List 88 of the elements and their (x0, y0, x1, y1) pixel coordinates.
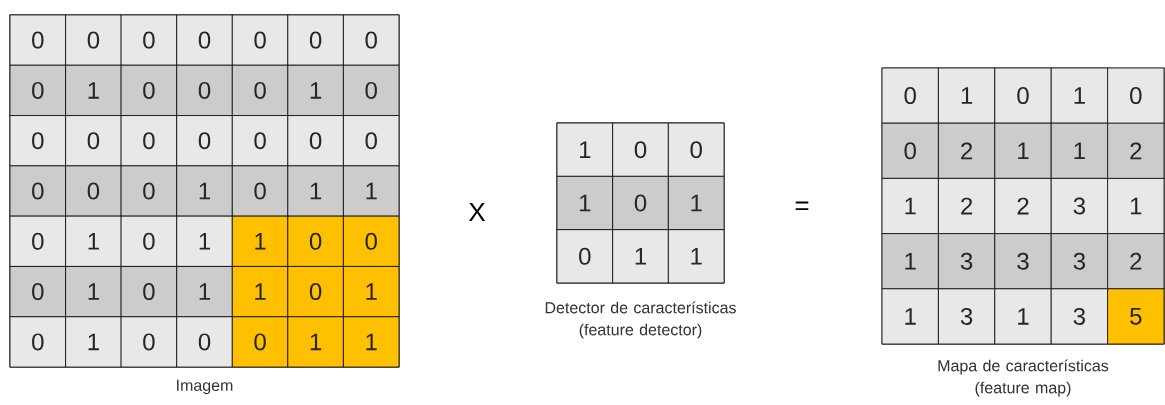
matrix-cell: 1 (343, 165, 400, 217)
matrix-label: Mapa de características (feature map) (938, 359, 1109, 397)
matrix-cell: 1 (65, 316, 122, 368)
matrix-cell: 2 (994, 178, 1052, 234)
matrix-cell: 0 (176, 316, 233, 368)
matrix-cell: 1 (881, 288, 939, 345)
matrix-cell: 0 (556, 229, 614, 284)
matrix-cell: 3 (1050, 178, 1108, 234)
operator-symbol: X (468, 203, 486, 221)
matrix-cell: 0 (9, 316, 66, 368)
matrix-cell: 1 (343, 266, 400, 318)
matrix-cell: 1 (65, 215, 122, 267)
matrix-cell: 0 (612, 122, 669, 177)
matrix-cell: 0 (881, 67, 939, 124)
matrix-cell: 0 (120, 215, 178, 267)
matrix-cell: 0 (176, 64, 233, 116)
matrix-cell: 1 (667, 175, 725, 231)
matrix-cell: 0 (343, 14, 400, 66)
matrix-cell: 0 (287, 266, 344, 318)
matrix-cell: 0 (343, 215, 400, 267)
matrix-cell: 0 (231, 165, 289, 217)
matrix-cell: 1 (287, 316, 344, 368)
matrix-cell: 1 (556, 175, 614, 231)
matrix-cell: 3 (1050, 233, 1108, 290)
matrix-cell: 0 (9, 115, 66, 167)
matrix-cell: 5 (1107, 288, 1165, 345)
matrix-label: Imagem (177, 379, 233, 395)
matrix-cell: 1 (1050, 67, 1108, 124)
matrix-cell: 0 (120, 14, 178, 66)
matrix-cell: 0 (231, 115, 289, 167)
matrix-cell: 1 (1050, 122, 1108, 179)
matrix-cell: 0 (9, 14, 66, 66)
matrix-cell: 0 (9, 215, 66, 267)
matrix-cell: 0 (120, 64, 178, 116)
matrix-cell: 0 (65, 14, 122, 66)
matrix-cell: 0 (65, 115, 122, 167)
matrix-cell: 0 (65, 165, 122, 217)
matrix-cell: 0 (287, 215, 344, 267)
matrix-cell: 1 (65, 64, 122, 116)
matrix-cell: 0 (176, 14, 233, 66)
matrix-cell: 0 (176, 115, 233, 167)
operator-symbol: = (795, 201, 809, 210)
matrix-cell: 3 (1050, 288, 1108, 345)
matrix-cell: 1 (231, 215, 289, 267)
matrix-cell: 0 (1107, 67, 1165, 124)
matrix-cell: 3 (938, 288, 996, 345)
matrix-cell: 0 (120, 115, 178, 167)
matrix-cell: 0 (120, 165, 178, 217)
matrix-cell: 1 (938, 67, 996, 124)
matrix-label: Detector de características (feature detector) (545, 301, 736, 339)
matrix-cell: 0 (231, 14, 289, 66)
matrix-cell: 0 (120, 316, 178, 368)
matrix-cell: 1 (994, 122, 1052, 179)
matrix-cell: 2 (1107, 122, 1165, 179)
matrix-cell: 0 (231, 64, 289, 116)
matrix-cell: 1 (881, 233, 939, 290)
matrix-cell: 1 (176, 266, 233, 318)
matrix-cell: 0 (287, 14, 344, 66)
matrix-cell: 0 (231, 316, 289, 368)
matrix-cell: 1 (667, 229, 725, 284)
matrix-cell: 0 (9, 165, 66, 217)
matrix-cell: 1 (176, 215, 233, 267)
matrix-cell: 1 (994, 288, 1052, 345)
matrix-cell: 0 (994, 67, 1052, 124)
matrix-cell: 0 (120, 266, 178, 318)
matrix-cell: 1 (343, 316, 400, 368)
matrix-cell: 1 (1107, 178, 1165, 234)
matrix-cell: 0 (9, 64, 66, 116)
matrix-cell: 1 (881, 178, 939, 234)
matrix-cell: 0 (287, 115, 344, 167)
matrix-cell: 1 (65, 266, 122, 318)
matrix-cell: 0 (667, 122, 725, 177)
matrix-cell: 0 (612, 175, 669, 231)
matrix-cell: 2 (1107, 233, 1165, 290)
matrix-cell: 3 (994, 233, 1052, 290)
matrix-cell: 0 (343, 115, 400, 167)
matrix-cell: 1 (176, 165, 233, 217)
matrix-cell: 1 (287, 64, 344, 116)
matrix-cell: 1 (612, 229, 669, 284)
matrix-cell: 0 (881, 122, 939, 179)
matrix-cell: 2 (938, 122, 996, 179)
matrix-cell: 1 (287, 165, 344, 217)
matrix-cell: 2 (938, 178, 996, 234)
matrix-cell: 1 (231, 266, 289, 318)
matrix-cell: 3 (938, 233, 996, 290)
matrix-cell: 0 (343, 64, 400, 116)
matrix-cell: 0 (9, 266, 66, 318)
matrix-cell: 1 (556, 122, 614, 177)
